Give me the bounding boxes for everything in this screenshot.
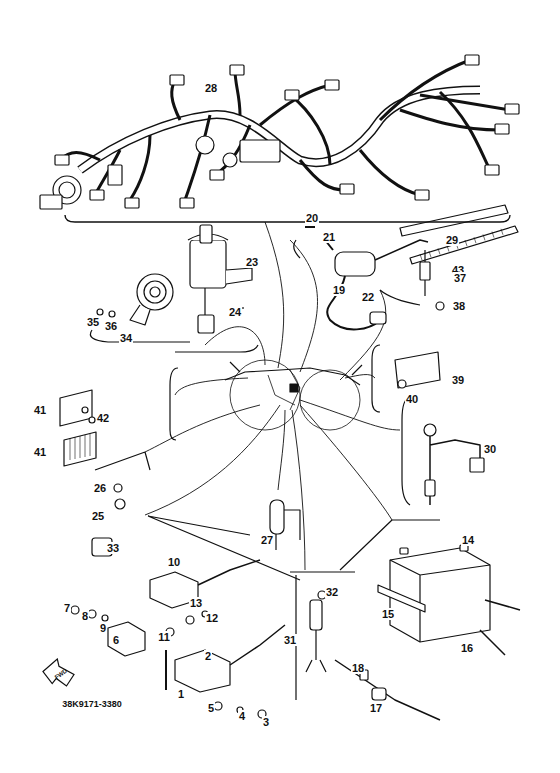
callout-number: 24 — [228, 306, 242, 318]
direction-arrow: FWD — [42, 658, 76, 688]
callout-number: 23 — [245, 256, 259, 268]
callout-number: 38 — [452, 300, 466, 312]
callout-number: 36 — [104, 320, 118, 332]
relay — [270, 500, 300, 550]
reflectors — [60, 352, 440, 509]
callout-number: 3 — [262, 716, 270, 728]
callout-number: 32 — [325, 586, 339, 598]
callout-number: 16 — [460, 642, 474, 654]
callout-number: 35 — [86, 316, 100, 328]
callout-number: 25 — [91, 510, 105, 522]
callout-number: 17 — [369, 702, 383, 714]
callout-number: 14 — [461, 534, 475, 546]
callout-number: 29 — [445, 234, 459, 246]
fuel-sender — [424, 424, 484, 505]
battery — [335, 545, 520, 720]
callout-number: 8 — [81, 610, 89, 622]
callout-number: 18 — [351, 662, 365, 674]
callout-number: 28 — [204, 82, 218, 94]
callout-number: 33 — [106, 542, 120, 554]
relays — [71, 538, 285, 718]
callout-number: 10 — [167, 556, 181, 568]
callout-number: 37 — [453, 272, 467, 284]
callout-number: 5 — [207, 702, 215, 714]
callout-number: 26 — [93, 482, 107, 494]
callout-number: 22 — [361, 291, 375, 303]
callout-number: 39 — [451, 374, 465, 386]
callout-number: 9 — [99, 622, 107, 634]
callout-number: 34 — [119, 332, 133, 344]
callout-number: 27 — [260, 534, 274, 546]
callout-number: 12 — [205, 612, 219, 624]
callout-number: 40 — [405, 393, 419, 405]
callout-number: 6 — [112, 634, 120, 646]
callout-number: 31 — [283, 634, 297, 646]
callout-number: 20 — [305, 212, 319, 224]
sensor-switch — [420, 250, 444, 310]
frame-sketch — [90, 222, 440, 700]
brake-switch — [306, 591, 326, 672]
callout-number: 41 — [33, 446, 47, 458]
callout-number: 41 — [33, 404, 47, 416]
ignition-coil — [305, 227, 428, 329]
horn — [97, 274, 173, 325]
callout-number: 7 — [63, 602, 71, 614]
callout-number: 2 — [204, 650, 212, 662]
callout-number: 11 — [157, 631, 171, 643]
ignition-switch — [188, 225, 252, 333]
drawing-code: 38K9171-3380 — [61, 698, 123, 710]
callout-number: 15 — [381, 608, 395, 620]
callout-number: 4 — [238, 710, 246, 722]
callout-number: 42 — [96, 412, 110, 424]
callout-number: 21 — [322, 231, 336, 243]
callout-number: 13 — [189, 597, 203, 609]
callout-number: 1 — [177, 688, 185, 700]
wire-harness — [40, 55, 519, 264]
callout-number: 30 — [483, 443, 497, 455]
callout-number: 19 — [332, 284, 346, 296]
